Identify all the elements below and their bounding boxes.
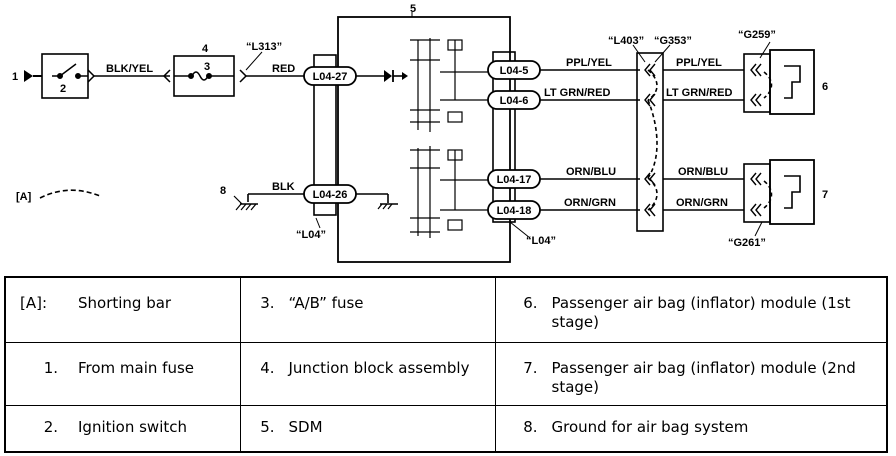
wire-ppl-yel-right: PPL/YEL (676, 57, 722, 69)
connector-l04-26: L04-26 (303, 184, 357, 204)
label-item-6: 6 (822, 81, 828, 93)
legend-cell: 6. Passenger air bag (inflator) module (1… (494, 276, 888, 343)
svg-text:L04-27: L04-27 (313, 71, 348, 83)
connector-l04-27: L04-27 (303, 66, 357, 86)
svg-text:L04-17: L04-17 (497, 174, 532, 186)
legend-text: Ground for air bag system (551, 418, 749, 436)
callout-g259: “G259” (738, 29, 776, 41)
legend-number: 7. (523, 359, 538, 377)
callout-l403: “L403” (608, 35, 644, 47)
legend-text: “A/B” fuse (288, 294, 364, 312)
legend-number: 3. (260, 294, 275, 312)
legend-cell: [A]: Shorting bar (4, 276, 241, 343)
svg-text:L04-5: L04-5 (500, 65, 529, 77)
svg-text:L04-18: L04-18 (497, 205, 532, 217)
legend-cell: 1. From main fuse (4, 342, 241, 406)
callout-l313: “L313” (246, 41, 282, 53)
legend-cell: 3. “A/B” fuse (239, 276, 496, 343)
label-item-2: 2 (60, 83, 66, 95)
legend-number: 8. (523, 418, 538, 436)
legend-text: Ignition switch (78, 418, 188, 436)
legend-row: 1. From main fuse 4. Junction block assemb… (4, 342, 888, 406)
legend-number: 4. (260, 359, 275, 377)
legend-cell: 4. Junction block assembly (239, 342, 496, 406)
connector-l04-6: L04-6 (487, 90, 541, 110)
wire-red: RED (272, 63, 295, 75)
sdm-box (337, 16, 511, 263)
legend-row: 2. Ignition switch 5. SDM 8. Ground for air… (4, 405, 888, 453)
wire-orn-grn-left: ORN/GRN (564, 197, 616, 209)
label-item-4: 4 (202, 43, 209, 55)
legend-text: Passenger air bag (inflator) module (1st… (551, 294, 851, 331)
label-item-8: 8 (220, 185, 226, 197)
legend-text: From main fuse (78, 359, 195, 377)
callout-l04-right: “L04” (526, 235, 556, 247)
wire-lt-grn-red-left: LT GRN/RED (544, 87, 610, 99)
connector-l04-18: L04-18 (487, 200, 541, 220)
legend-text: Passenger air bag (inflator) module (2nd… (551, 359, 856, 396)
legend-cell: 7. Passenger air bag (inflator) module (2… (494, 342, 888, 406)
wire-orn-blu-right: ORN/BLU (678, 166, 728, 178)
label-item-1: 1 (12, 71, 18, 83)
wire-blk: BLK (272, 181, 295, 193)
legend-cell: 8. Ground for air bag system (494, 405, 888, 453)
svg-text:L04-6: L04-6 (500, 95, 529, 107)
callout-g353: “G353” (654, 35, 692, 47)
svg-text:L04-26: L04-26 (313, 189, 348, 201)
module-7-box (769, 159, 815, 225)
wire-blk-yel: BLK/YEL (106, 63, 153, 75)
module-6-box (769, 49, 815, 115)
label-item-7: 7 (822, 189, 828, 201)
legend-table: [A]: Shorting bar 3. “A/B” fuse 6. Passenge… (4, 276, 888, 453)
legend-number: 5. (260, 418, 275, 436)
shorting-bar-legend-arc (39, 189, 101, 199)
wire-lt-grn-red-right: LT GRN/RED (666, 87, 732, 99)
label-item-3: 3 (204, 61, 210, 73)
wire-orn-grn-right: ORN/GRN (676, 197, 728, 209)
label-item-5: 5 (410, 3, 416, 15)
legend-text: Shorting bar (78, 294, 172, 312)
connector-l04-5: L04-5 (487, 60, 541, 80)
legend-number: 1. (43, 359, 58, 377)
main-fuse-feed-arrow (24, 70, 33, 82)
wire-ppl-yel-left: PPL/YEL (566, 57, 612, 69)
wiring-diagram: L04-27 L04-26 L04-5 L04-6 L04-17 L04-18 … (12, 3, 828, 263)
callout-l04-left: “L04” (296, 229, 326, 241)
legend-cell: 2. Ignition switch (4, 405, 241, 453)
legend-number: 6. (523, 294, 538, 312)
callout-g261: “G261” (728, 237, 766, 249)
wire-orn-blu-left: ORN/BLU (566, 166, 616, 178)
legend-cell: 5. SDM (239, 405, 496, 453)
label-shorting-bar-tag: [A] (16, 191, 32, 203)
fuse-symbol (191, 71, 209, 81)
shorting-bar-1 (647, 69, 658, 101)
legend-number: [A]: (20, 294, 48, 312)
shorting-bar-panel (636, 52, 664, 232)
legend-text: Junction block assembly (288, 359, 470, 377)
legend-row: [A]: Shorting bar 3. “A/B” fuse 6. Passenge… (4, 276, 888, 343)
legend-text: SDM (288, 418, 323, 436)
connector-l04-17: L04-17 (487, 169, 541, 189)
legend-number: 2. (43, 418, 58, 436)
shorting-bar-2 (647, 99, 658, 179)
